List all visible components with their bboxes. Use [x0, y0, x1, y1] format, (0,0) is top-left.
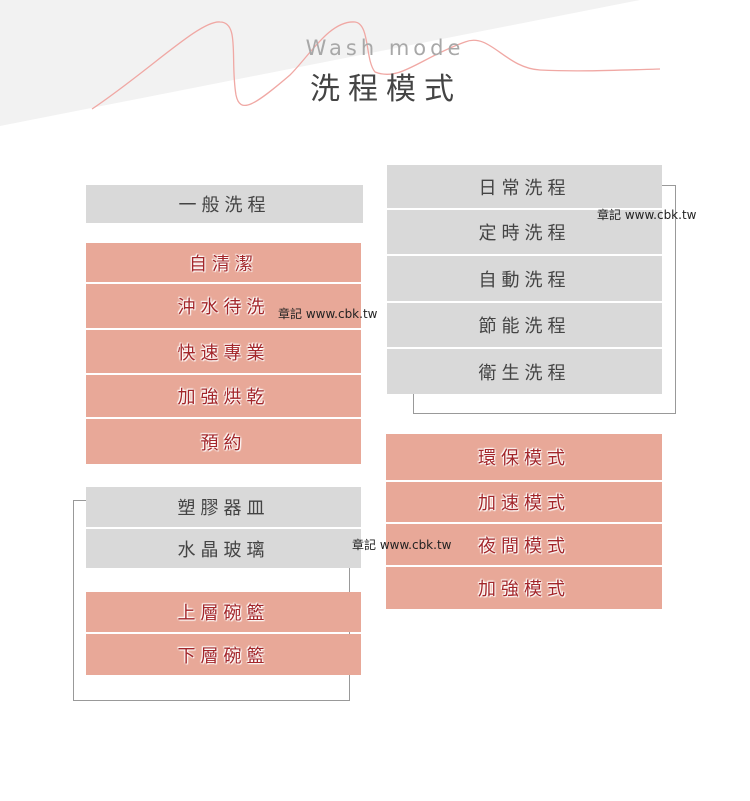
bracket-line	[73, 500, 74, 700]
option-self-clean: 自清潔	[86, 243, 361, 282]
option-quick: 快速專業	[86, 330, 361, 373]
bracket-line	[413, 394, 414, 413]
watermark: 章記 www.cbk.tw	[278, 307, 378, 321]
bracket-line	[413, 413, 676, 414]
mode-eco: 環保模式	[386, 434, 662, 480]
watermark: 章記 www.cbk.tw	[597, 208, 697, 222]
mode-night: 夜間模式	[386, 524, 662, 565]
page-title: 洗程模式	[310, 72, 462, 107]
bracket-line	[662, 185, 675, 186]
program-hygiene: 衛生洗程	[387, 349, 662, 394]
bracket-line	[73, 500, 86, 501]
mode-speed: 加速模式	[386, 482, 662, 522]
general-program: 一般洗程	[86, 185, 363, 223]
program-eco: 節能洗程	[387, 303, 662, 347]
decorative-wave	[91, 21, 661, 110]
program-auto: 自動洗程	[387, 256, 662, 301]
title-english: Wash mode	[305, 36, 465, 60]
mode-intensive: 加強模式	[386, 567, 662, 609]
header-background	[0, 0, 661, 126]
basket-upper: 上層碗籃	[86, 592, 361, 632]
option-delay: 預約	[86, 419, 361, 464]
program-timed: 定時洗程	[387, 210, 662, 254]
program-daily: 日常洗程	[387, 165, 662, 208]
watermark: 章記 www.cbk.tw	[352, 538, 452, 552]
option-rinse-hold: 沖水待洗	[86, 284, 361, 328]
basket-lower: 下層碗籃	[86, 634, 361, 675]
material-plastic: 塑膠器皿	[86, 487, 361, 527]
option-extra-dry: 加強烘乾	[86, 375, 361, 417]
material-crystal: 水晶玻璃	[86, 529, 361, 568]
bracket-line	[73, 700, 350, 701]
bracket-line	[675, 185, 676, 414]
